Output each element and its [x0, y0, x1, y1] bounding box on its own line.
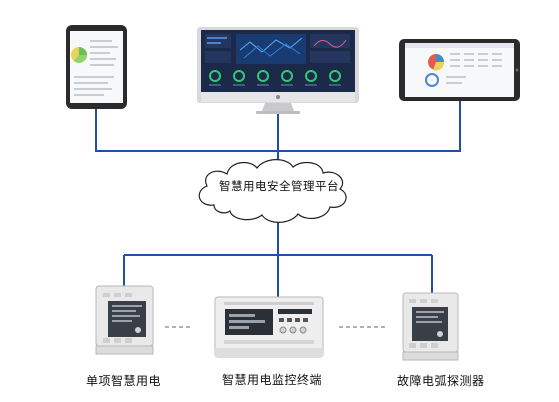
cloud-icon: [198, 159, 347, 223]
right-device-label: 故障电弧探测器: [397, 374, 485, 388]
desktop-monitor-icon: [197, 27, 359, 114]
smartphone-icon: [66, 25, 127, 109]
tablet-connector: [278, 99, 461, 152]
platform-label: 智慧用电安全管理平台: [219, 179, 339, 193]
phone-connector: [95, 107, 278, 152]
single-phase-smart-meter-icon: [95, 285, 154, 355]
monitoring-terminal-icon: [214, 296, 324, 358]
center-device-label: 智慧用电监控终端: [222, 373, 323, 387]
tablet-icon: [399, 39, 520, 101]
left-device-label: 单项智慧用电: [86, 374, 162, 388]
arc-fault-detector-icon: [402, 292, 459, 361]
connector-lines: [95, 99, 461, 297]
